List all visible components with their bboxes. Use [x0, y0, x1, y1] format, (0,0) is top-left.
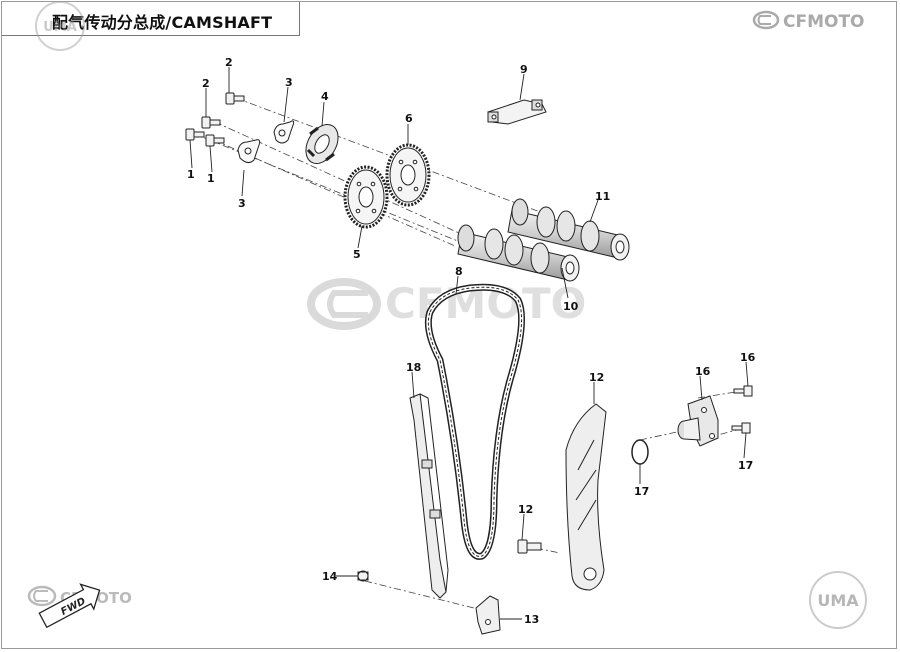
timing-rotor-part-4 [305, 124, 339, 164]
callout-2-lower: 2 [202, 77, 210, 90]
plate-part-3-upper [273, 120, 295, 144]
plate-part-3-lower [237, 139, 261, 164]
callout-16-upper: 16 [740, 351, 756, 364]
callout-9: 10 [563, 300, 579, 313]
tensioner-guide-part-11 [565, 403, 607, 591]
leader-lines [189, 67, 749, 620]
cam-sprocket-part-5 [343, 165, 389, 229]
title-box: 配气传动分总成/CAMSHAFT [2, 2, 300, 36]
assembly-centerlines [194, 97, 749, 611]
bolt-part-16-lower [731, 422, 751, 434]
page-title: 配气传动分总成/CAMSHAFT [52, 13, 273, 32]
callout-8: 9 [520, 63, 528, 76]
bracket-part-8 [487, 99, 547, 125]
camshaft-part-10 [507, 198, 630, 261]
callout-11: 12 [589, 371, 604, 384]
cfmoto-logo-text: CFMOTO [783, 12, 865, 32]
callout-2-upper: 2 [225, 56, 233, 69]
bolt-part-2-lower [201, 116, 221, 129]
bolt-part-2-upper [225, 92, 245, 105]
callout-3-lower: 3 [238, 197, 246, 210]
guide-bracket-part-13 [475, 595, 501, 635]
cam-sprocket-part-6 [385, 143, 431, 207]
uma-logo-text: UMA [43, 20, 77, 35]
tensioner-part-15 [677, 395, 719, 447]
callout-13: 13 [524, 613, 539, 626]
callout-3-upper: 3 [285, 76, 293, 89]
callout-1-right: 1 [207, 172, 215, 185]
callout-15: 16 [695, 365, 711, 378]
bolt-part-12 [517, 539, 542, 554]
callout-14: 14 [322, 570, 338, 583]
timing-chain-part-7 [424, 283, 526, 560]
callout-17: 17 [634, 485, 649, 498]
callout-18: 18 [406, 361, 421, 374]
callout-10: 11 [595, 190, 610, 203]
cfmoto-center-watermark: CFMOTO [307, 278, 586, 330]
callout-1-left: 1 [187, 168, 195, 181]
camshaft-part-9 [457, 224, 580, 282]
callout-labels: 2 2 3 4 6 9 11 10 8 18 12 16 16 17 17 12… [187, 56, 756, 626]
callout-5: 5 [353, 248, 361, 261]
bolt-part-14 [357, 570, 369, 582]
chain-guide-part-18 [409, 393, 449, 599]
uma-logo-bottom-right: UMA [809, 571, 867, 629]
o-ring-part-17 [631, 439, 649, 465]
uma-logo-text: UMA [817, 591, 859, 610]
callout-6: 6 [405, 112, 413, 125]
callout-4: 4 [321, 90, 329, 103]
bolt-part-1-right [205, 134, 225, 147]
bolt-part-16-upper [733, 385, 753, 397]
cfmoto-logo-top-right: CFMOTO [752, 10, 865, 32]
callout-12: 12 [518, 503, 533, 516]
callout-7: 8 [455, 265, 463, 278]
uma-logo-top-left: UMA [35, 1, 85, 51]
bolt-part-1-left [185, 128, 205, 141]
callout-16-lower: 17 [738, 459, 753, 472]
